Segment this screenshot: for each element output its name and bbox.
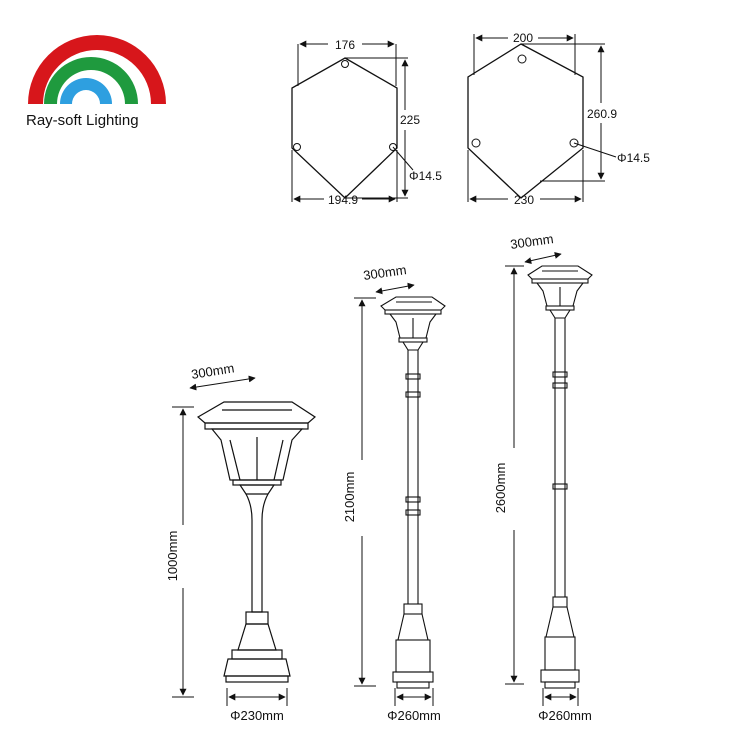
lamp-short-head-dim: 300mm [190, 360, 235, 382]
brand-name: Ray-soft Lighting [26, 112, 139, 129]
plate-right-side-dim: 260.9 [587, 107, 617, 121]
lamp-short-base-dim: Φ230mm [230, 708, 284, 723]
brand-logo: Ray-soft Lighting [26, 35, 166, 129]
lamp-medium-base-dim: Φ260mm [387, 708, 441, 723]
lamp-tall-head-dim: 300mm [509, 231, 554, 252]
lamp-tall-base-dim: Φ260mm [538, 708, 592, 723]
plate-left-side-dim: 225 [400, 113, 420, 127]
lamp-medium [380, 296, 446, 689]
plate-right-top-dim: 200 [513, 31, 533, 45]
plate-left-top-dim: 176 [335, 38, 355, 52]
lamp-tall-dims [505, 251, 579, 706]
plate-right-hole-dim: Φ14.5 [617, 151, 650, 165]
plate-left-bottom-dim: 194.9 [328, 193, 358, 207]
hex-plate-left [291, 40, 414, 203]
plate-right-bottom-dim: 230 [514, 193, 534, 207]
lamp-short [196, 401, 316, 683]
lamp-short-dims [172, 375, 288, 706]
hex-plate-right [467, 34, 617, 203]
lamp-medium-height-dim: 2100mm [342, 472, 357, 523]
plate-left-hole-dim: Φ14.5 [409, 169, 442, 183]
lamp-short-height-dim: 1000mm [165, 531, 180, 582]
lamp-tall [527, 265, 593, 689]
lamp-medium-dims [354, 282, 434, 706]
lamp-tall-height-dim: 2600mm [493, 463, 508, 514]
lamp-medium-head-dim: 300mm [362, 262, 407, 283]
